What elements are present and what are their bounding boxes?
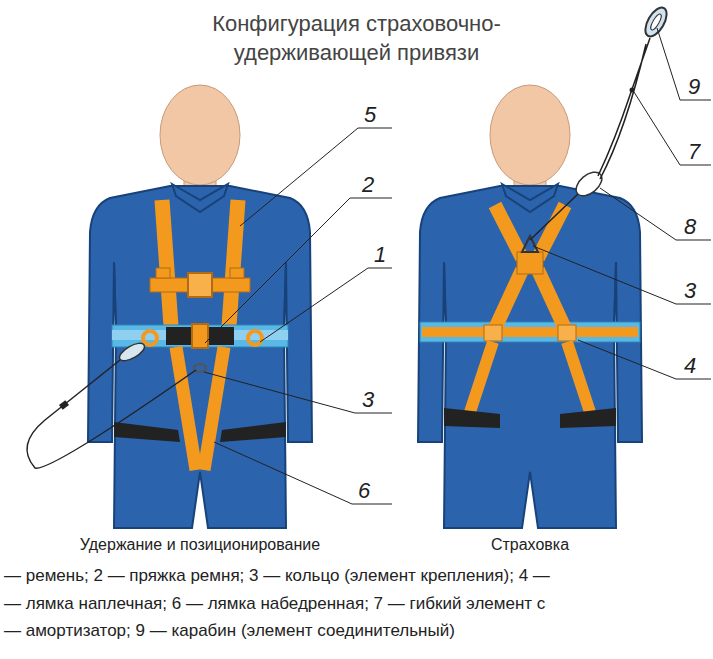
legend-line: — амортизатор; 9 — карабин (элемент соед…	[4, 621, 455, 641]
back-harness	[420, 4, 671, 428]
figure-caption: Удержание и позиционирование	[80, 536, 320, 554]
callout-number: 8	[684, 216, 696, 238]
legend-line: — лямка наплечная; 6 — лямка набедренная…	[4, 594, 545, 614]
legend-line: — ремень; 2 — пряжка ремня; 3 — кольцо (…	[4, 566, 550, 586]
callout-number: 1	[374, 244, 386, 266]
callout-number: 6	[358, 480, 370, 502]
callout-number: 3	[684, 280, 696, 302]
callout-number: 3	[362, 389, 374, 411]
leader-lines	[204, 28, 711, 504]
callout-number: 4	[684, 355, 696, 377]
callout-number: 5	[364, 104, 376, 126]
callout-number: 2	[362, 174, 374, 196]
diagram-title: Конфигурация страховочно-удерживающей пр…	[154, 10, 559, 67]
front-harness	[27, 200, 288, 470]
callout-number: 7	[688, 141, 700, 163]
figure-caption: Страховка	[491, 536, 569, 554]
callout-number: 9	[688, 76, 700, 98]
